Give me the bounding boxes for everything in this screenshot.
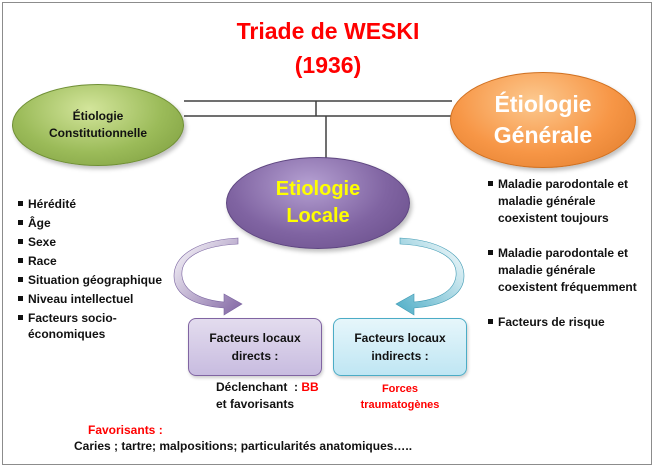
indirects-detail-line2: traumatogènes: [360, 399, 440, 411]
directs-detail-prefix: Déclenchant :: [216, 380, 302, 394]
title-line-2: (1936): [294, 52, 362, 78]
list-item: Maladie parodontale et maladie générale …: [488, 245, 638, 296]
indirects-detail-line1: Forces: [381, 383, 419, 395]
ellipse-etiologie-constitutionnelle: Étiologie Constitutionnelle: [12, 84, 184, 166]
list-item: Hérédité: [18, 196, 178, 212]
ellipse-constitutionnelle-line1: Étiologie: [72, 109, 124, 123]
box-facteurs-locaux-indirects: Facteurs locaux indirects :: [333, 318, 467, 376]
constitutional-factors-list: Hérédité Âge Sexe Race Situation géograp…: [18, 196, 178, 345]
ellipse-generale-line1: Étiologie: [494, 91, 592, 117]
favorisants-text: Caries ; tartre; malpositions; particula…: [74, 439, 413, 453]
directs-detail: Déclenchant : BB et favorisants: [216, 379, 319, 413]
ellipse-locale-line2: Locale: [286, 205, 350, 227]
list-item: Sexe: [18, 234, 178, 250]
ellipse-generale-line2: Générale: [493, 122, 593, 148]
list-item: Facteurs de risque: [488, 314, 638, 331]
box-facteurs-locaux-directs: Facteurs locaux directs :: [188, 318, 322, 376]
box-directs-line1: Facteurs locaux: [209, 331, 301, 345]
ellipse-etiologie-locale: Etiologie Locale: [226, 157, 410, 249]
box-directs-line2: directs :: [231, 349, 279, 363]
title-line-1: Triade de WESKI: [236, 18, 420, 44]
list-item: Facteurs socio-économiques: [18, 310, 178, 342]
general-factors-list: Maladie parodontale et maladie générale …: [488, 176, 638, 331]
indirects-detail: Forces traumatogènes: [340, 381, 460, 413]
curved-arrow-left: [173, 237, 243, 316]
ellipse-constitutionnelle-line2: Constitutionnelle: [49, 126, 147, 140]
list-item: Maladie parodontale et maladie générale …: [488, 176, 638, 227]
favorisants-label: Favorisants :: [88, 423, 163, 437]
box-indirects-line2: indirects :: [371, 349, 429, 363]
directs-detail-bb: BB: [301, 380, 319, 394]
list-item: Âge: [18, 215, 178, 231]
box-indirects-line1: Facteurs locaux: [354, 331, 446, 345]
ellipse-etiologie-generale: Étiologie Générale: [450, 72, 636, 168]
curved-arrow-right: [395, 237, 465, 316]
list-item: Race: [18, 253, 178, 269]
ellipse-locale-line1: Etiologie: [275, 178, 361, 200]
directs-detail-line2: et favorisants: [216, 397, 295, 411]
list-item: Niveau intellectuel: [18, 291, 178, 307]
list-item: Situation géographique: [18, 272, 178, 288]
